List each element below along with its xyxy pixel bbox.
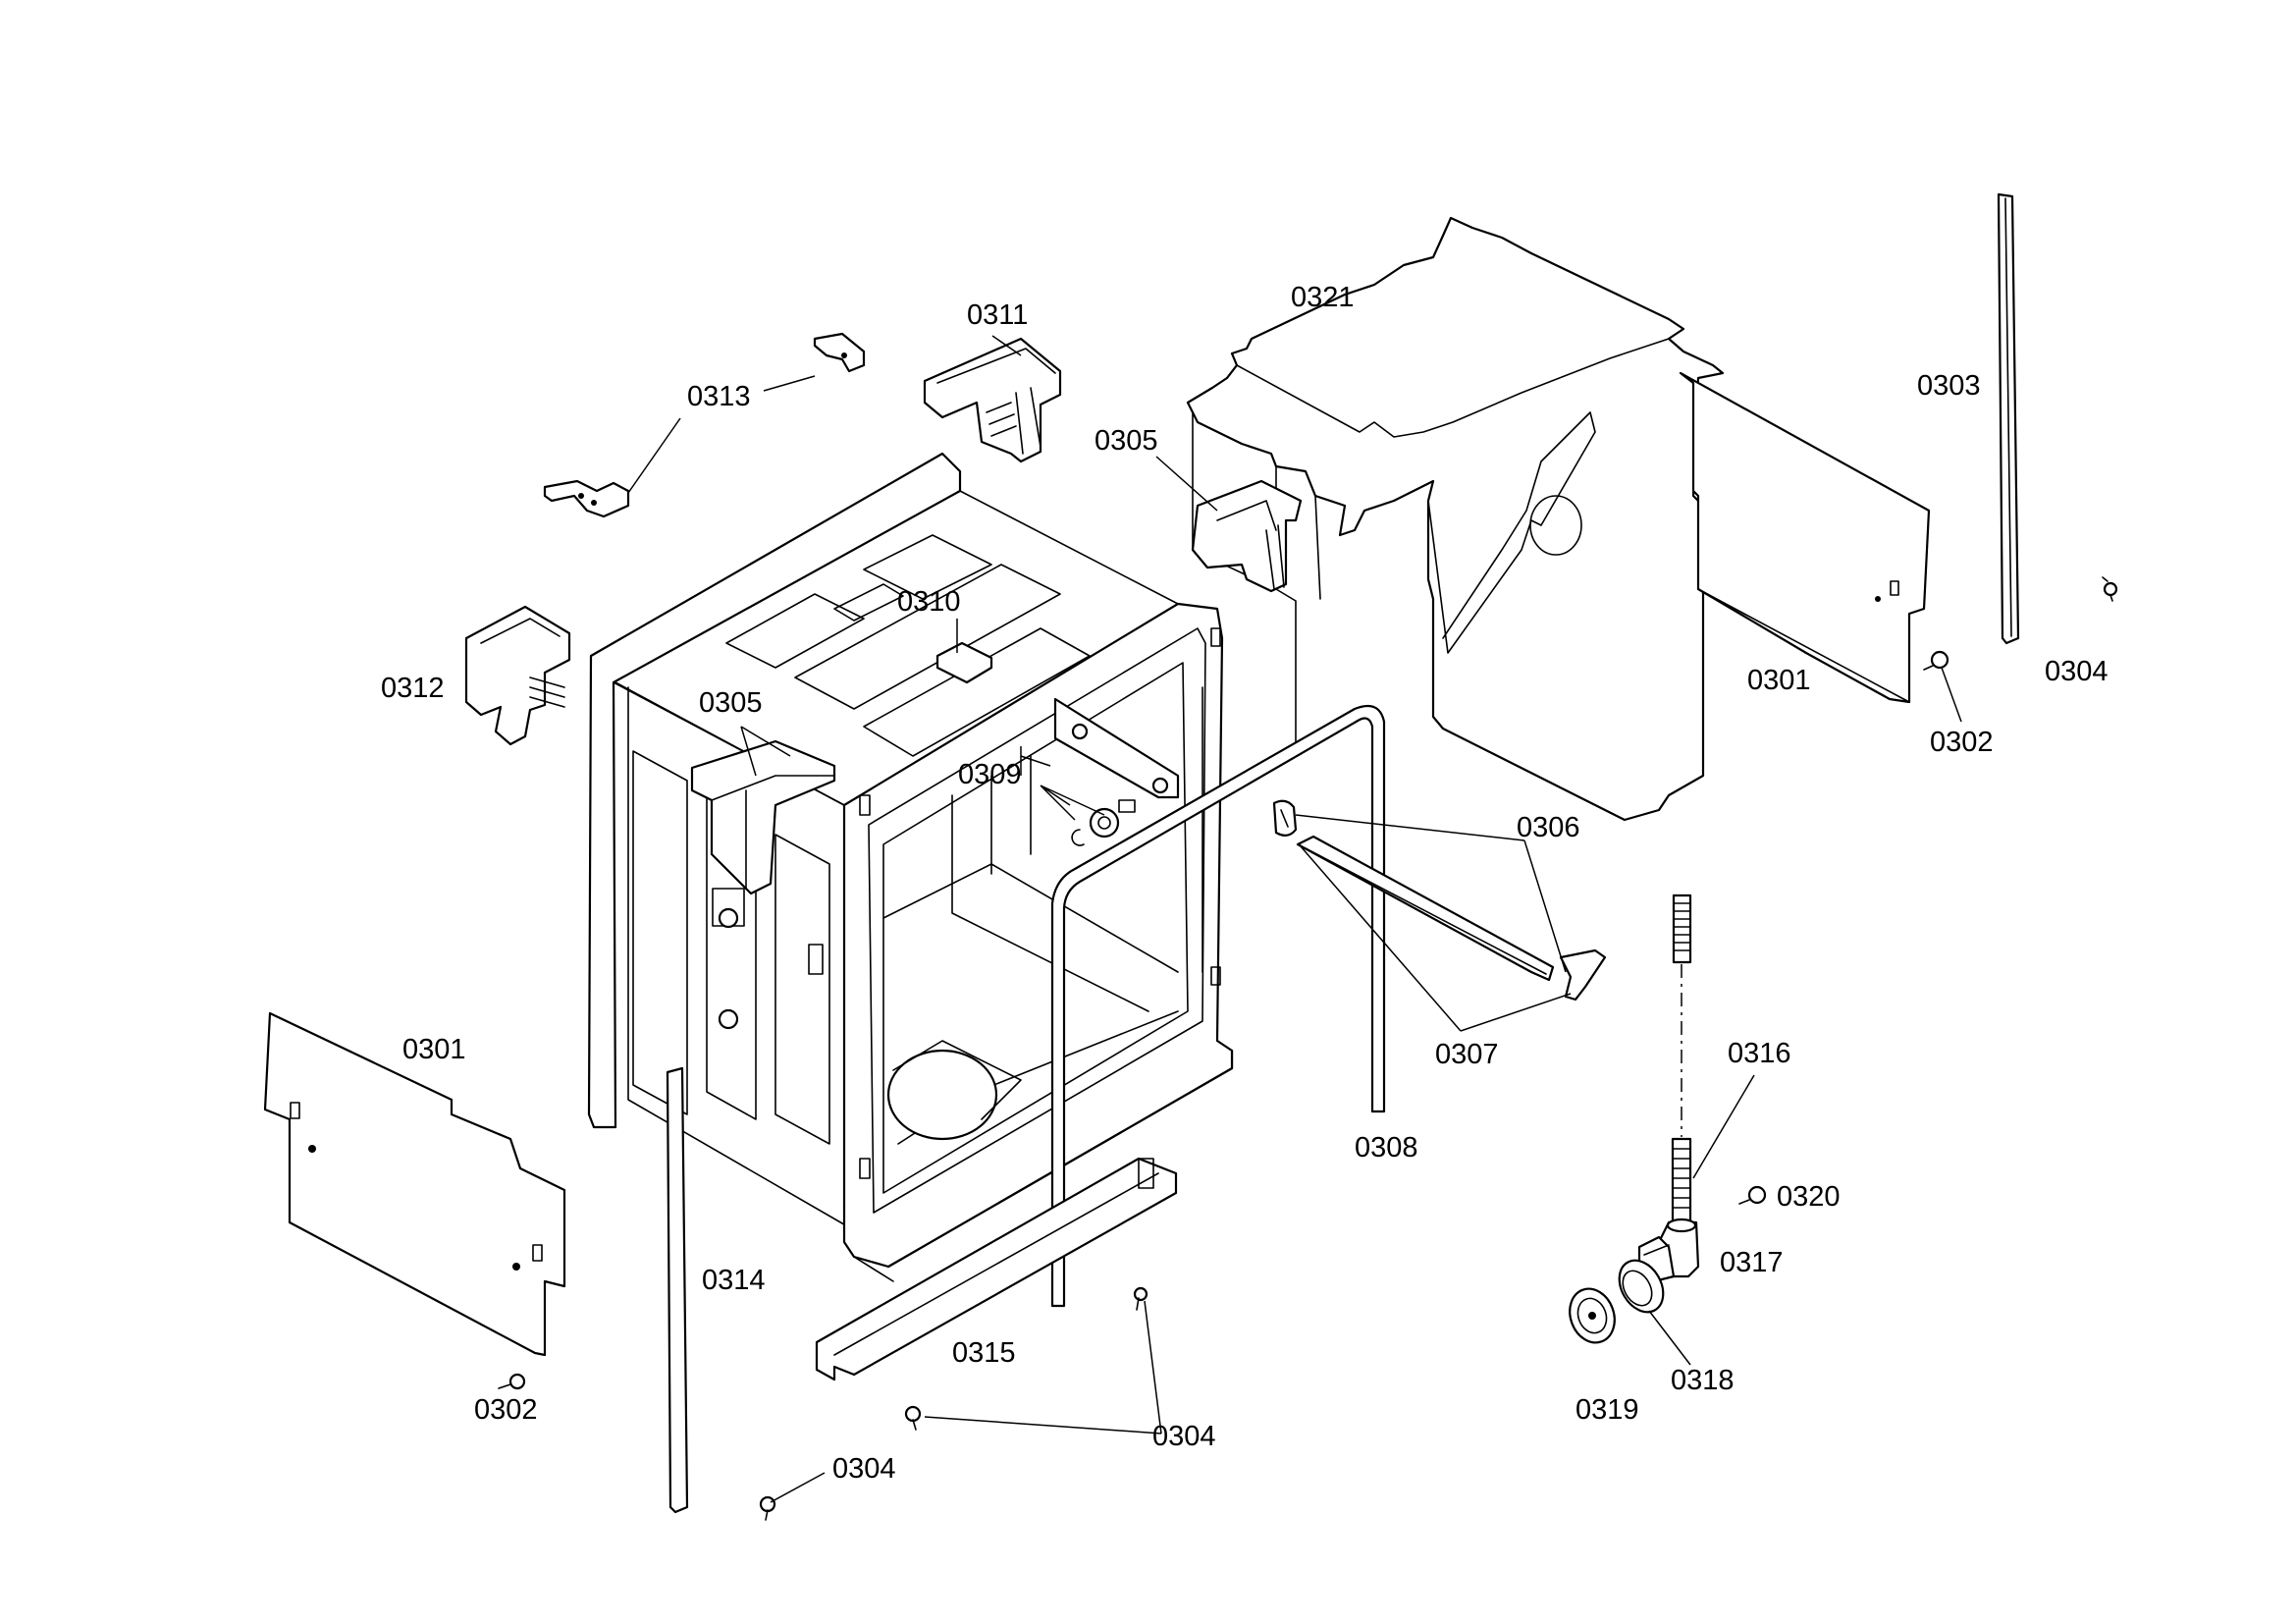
label-0315: 0315 xyxy=(952,1337,1016,1369)
label-0311: 0311 xyxy=(967,299,1028,331)
part-0313-bracket-lower xyxy=(543,479,630,518)
label-0317: 0317 xyxy=(1720,1247,1784,1278)
label-0309: 0309 xyxy=(958,759,1022,790)
label-0302-left: 0302 xyxy=(474,1394,538,1426)
label-0313: 0313 xyxy=(687,381,751,412)
label-0319: 0319 xyxy=(1575,1394,1639,1426)
label-0320: 0320 xyxy=(1777,1181,1841,1213)
label-0304-mid: 0304 xyxy=(1152,1421,1216,1452)
part-0306-crossbar xyxy=(1296,835,1607,1001)
part-0301-right-panel xyxy=(1679,371,1931,704)
part-0314-seal-strip xyxy=(666,1066,689,1514)
label-0314: 0314 xyxy=(702,1265,766,1296)
part-0313-bracket-upper xyxy=(813,332,866,373)
screw-icon xyxy=(2102,576,2118,602)
label-0312: 0312 xyxy=(381,673,445,704)
label-0321: 0321 xyxy=(1291,282,1355,313)
part-0305-right-bracket xyxy=(1191,479,1303,593)
screw-icon xyxy=(498,1373,526,1390)
label-0316: 0316 xyxy=(1728,1038,1791,1069)
part-0312-bracket xyxy=(464,605,571,746)
label-0304-bottom: 0304 xyxy=(832,1453,896,1485)
screw-icon xyxy=(1738,1185,1767,1205)
part-0303-seal-strip xyxy=(1997,192,2020,645)
label-0301-right: 0301 xyxy=(1747,665,1811,696)
label-0308: 0308 xyxy=(1355,1132,1418,1164)
part-tub xyxy=(587,452,1234,1282)
part-0307-clip xyxy=(1272,799,1298,837)
label-0305-left: 0305 xyxy=(699,687,763,719)
label-0306: 0306 xyxy=(1517,812,1580,843)
label-0303: 0303 xyxy=(1917,370,1981,402)
label-0307: 0307 xyxy=(1435,1039,1499,1070)
part-labels: 0321 0311 0313 0305 0303 0310 0312 0305 … xyxy=(381,282,2109,1485)
part-0319-cap xyxy=(1569,1287,1616,1344)
label-0301-left: 0301 xyxy=(402,1034,466,1065)
part-0301-left-panel xyxy=(263,1011,566,1357)
label-0310: 0310 xyxy=(897,586,961,618)
part-0308-door-seal xyxy=(1050,704,1386,1308)
part-0318-nut xyxy=(1618,1259,1665,1314)
part-0311-bracket xyxy=(923,337,1062,463)
label-0305-right: 0305 xyxy=(1095,425,1158,457)
part-0316-hose xyxy=(1671,893,1692,1224)
label-0318: 0318 xyxy=(1671,1365,1735,1396)
part-0315-bottom-rail xyxy=(815,1157,1178,1381)
leader-lines xyxy=(627,335,1962,1503)
screw-icon xyxy=(759,1495,776,1521)
screw-icon xyxy=(904,1405,922,1431)
label-0302-right: 0302 xyxy=(1930,727,1994,758)
part-0305-left-bracket xyxy=(690,739,836,895)
screw-icon xyxy=(1923,650,1949,671)
screw-icon xyxy=(1133,1286,1148,1311)
label-0304-right: 0304 xyxy=(2045,656,2109,687)
